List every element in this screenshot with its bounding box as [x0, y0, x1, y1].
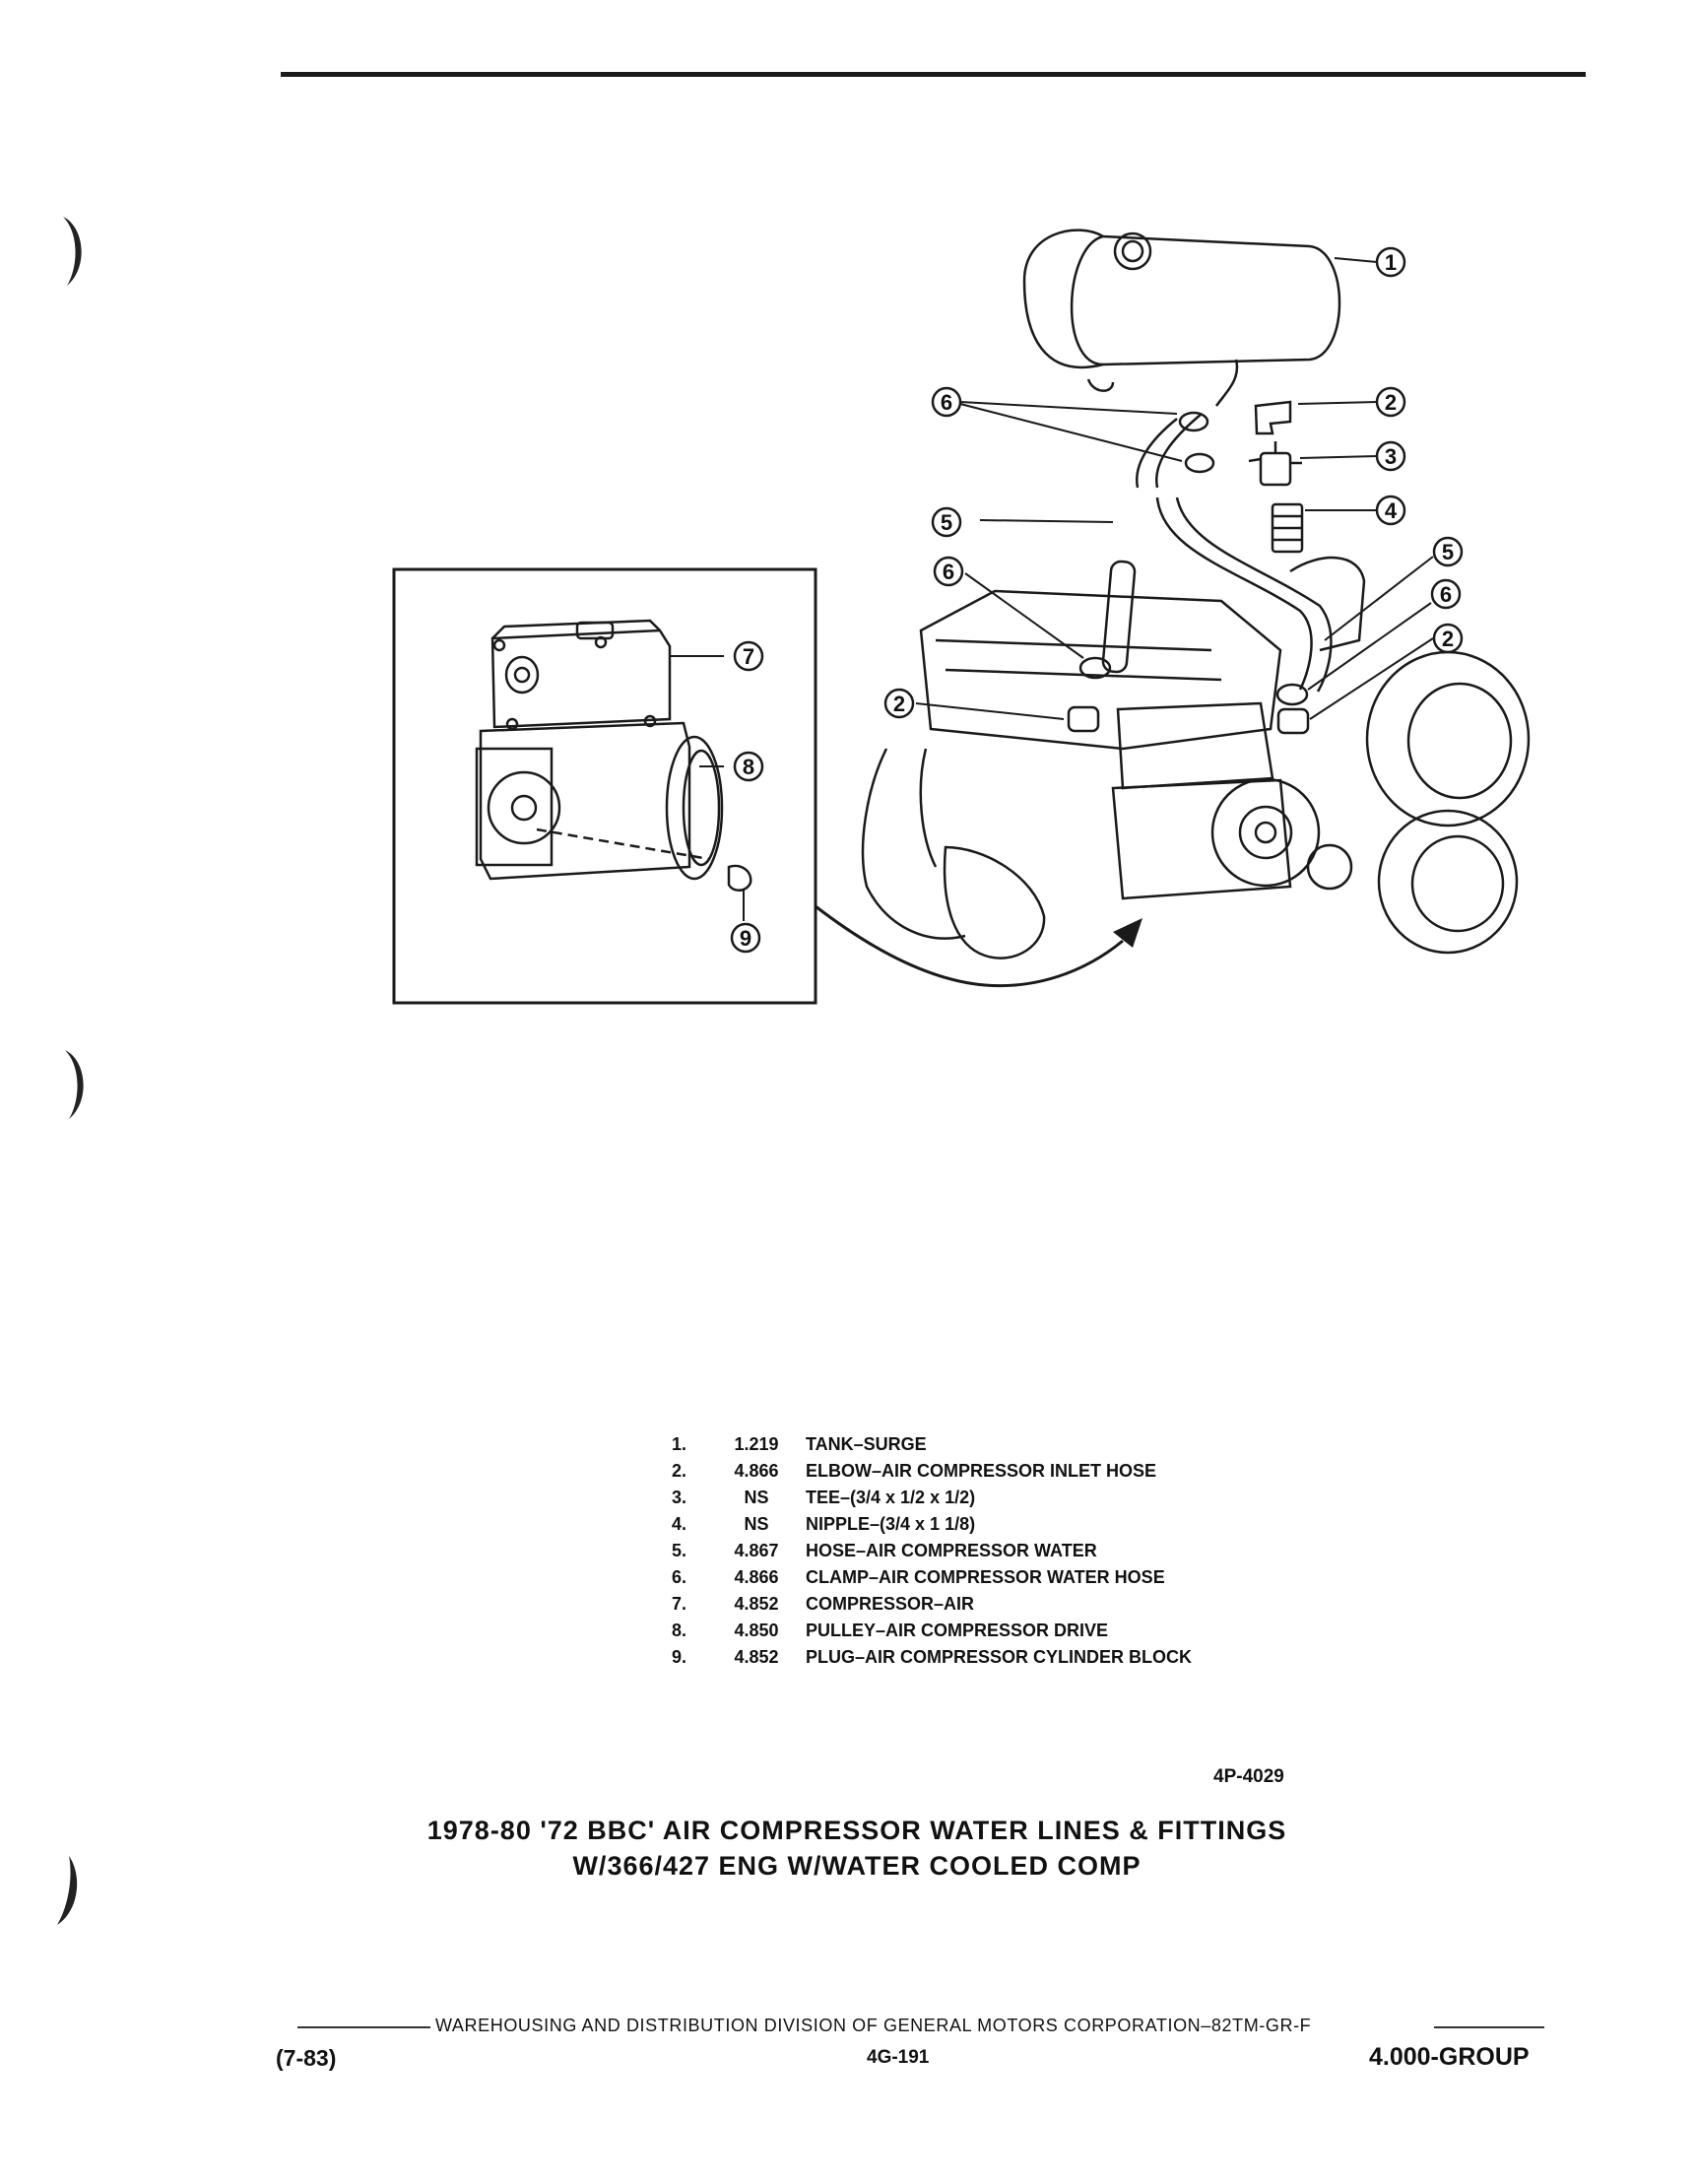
svg-text:2: 2	[1385, 390, 1397, 415]
svg-text:6: 6	[1440, 582, 1452, 607]
callout-6: 6	[933, 556, 964, 587]
parts-illustration: 1 6 2 3 4 5 5 6 6 2 2 7 8 9	[392, 229, 1531, 1005]
part-code: 1.219	[734, 1434, 779, 1454]
callout-7: 7	[733, 640, 764, 672]
part-description: COMPRESSOR–AIR	[806, 1594, 975, 1614]
parts-list-row: 8. 4.850 PULLEY–AIR COMPRESSOR DRIVE	[672, 1618, 1361, 1644]
top-rule	[281, 72, 1586, 77]
svg-text:3: 3	[1385, 444, 1397, 469]
callout-2: 2	[1432, 623, 1464, 654]
footer-date: (7-83)	[276, 2045, 337, 2071]
binder-hole-mark	[57, 1856, 78, 1925]
callout-2: 2	[883, 688, 915, 719]
callout-1: 1	[1375, 246, 1406, 278]
surge-tank-drawing	[1022, 229, 1341, 407]
page-number: 4G-191	[867, 2047, 930, 2068]
svg-text:6: 6	[943, 560, 954, 584]
part-description: ELBOW–AIR COMPRESSOR INLET HOSE	[806, 1461, 1157, 1481]
callout-labels: 1 6 2 3 4 5 5 6 6 2 2 7 8 9	[730, 246, 1464, 954]
part-code: 4.866	[734, 1567, 779, 1587]
svg-text:5: 5	[941, 510, 952, 535]
parts-list-row: 7. 4.852 COMPRESSOR–AIR	[672, 1591, 1361, 1618]
fittings-drawing	[1248, 400, 1304, 554]
part-code: 4.850	[734, 1621, 779, 1640]
part-number: 8.	[672, 1621, 687, 1640]
parts-list-row: 3. NS TEE–(3/4 x 1/2 x 1/2)	[672, 1485, 1361, 1511]
svg-text:8: 8	[743, 755, 754, 779]
inset-compressor-drawing	[475, 619, 752, 892]
leader-lines	[670, 257, 1434, 921]
part-number: 2.	[672, 1461, 687, 1481]
part-number: 4.	[672, 1514, 687, 1534]
part-description: HOSE–AIR COMPRESSOR WATER	[806, 1541, 1097, 1560]
callout-6: 6	[931, 386, 962, 418]
part-code: 4.866	[734, 1461, 779, 1481]
figure-caption: 1978-80 '72 BBC' AIR COMPRESSOR WATER LI…	[295, 1813, 1418, 1884]
part-number: 6.	[672, 1567, 687, 1587]
footer-rule	[297, 2026, 430, 2028]
part-number: 5.	[672, 1541, 687, 1560]
caption-line-1: 1978-80 '72 BBC' AIR COMPRESSOR WATER LI…	[426, 1816, 1287, 1845]
part-description: TEE–(3/4 x 1/2 x 1/2)	[806, 1488, 976, 1507]
callout-3: 3	[1375, 440, 1406, 472]
svg-text:2: 2	[1442, 627, 1454, 651]
callout-6: 6	[1430, 578, 1462, 610]
callout-5: 5	[931, 506, 962, 538]
part-description: CLAMP–AIR COMPRESSOR WATER HOSE	[806, 1567, 1165, 1587]
part-code: 4.852	[734, 1594, 779, 1614]
svg-text:2: 2	[893, 692, 905, 716]
svg-text:9: 9	[740, 926, 751, 951]
parts-list-row: 6. 4.866 CLAMP–AIR COMPRESSOR WATER HOSE	[672, 1564, 1361, 1591]
part-code: NS	[744, 1514, 769, 1534]
footer-corporation: WAREHOUSING AND DISTRIBUTION DIVISION OF…	[435, 2016, 1312, 2035]
parts-list-row: 9. 4.852 PLUG–AIR COMPRESSOR CYLINDER BLOC…	[672, 1644, 1361, 1671]
part-description: TANK–SURGE	[806, 1434, 927, 1454]
svg-text:1: 1	[1385, 250, 1397, 275]
svg-text:7: 7	[743, 644, 754, 669]
caption-line-2: W/366/427 ENG W/WATER COOLED COMP	[572, 1851, 1142, 1881]
callout-5: 5	[1432, 536, 1464, 567]
hose-clamps-drawing	[1078, 411, 1309, 706]
detail-arrow	[815, 904, 1124, 988]
part-number: 7.	[672, 1594, 687, 1614]
binder-hole-mark	[65, 1050, 84, 1119]
parts-list-row: 2. 4.866 ELBOW–AIR COMPRESSOR INLET HOSE	[672, 1458, 1361, 1485]
binder-hole-mark	[63, 217, 82, 286]
callout-4: 4	[1375, 495, 1406, 526]
part-description: PULLEY–AIR COMPRESSOR DRIVE	[806, 1621, 1109, 1640]
figure-id: 4P-4029	[1213, 1766, 1284, 1787]
footer-group: 4.000-GROUP	[1369, 2043, 1530, 2071]
parts-list-row: 1. 1.219 TANK–SURGE	[672, 1431, 1361, 1458]
parts-list-row: 4. NS NIPPLE–(3/4 x 1 1/8)	[672, 1511, 1361, 1538]
part-code: 4.852	[734, 1647, 779, 1667]
svg-text:4: 4	[1385, 498, 1398, 523]
callout-2: 2	[1375, 386, 1406, 418]
callout-8: 8	[733, 751, 764, 782]
svg-text:6: 6	[941, 390, 952, 415]
engine-drawing	[861, 556, 1531, 960]
inset-detail-box	[392, 567, 817, 1005]
svg-text:5: 5	[1442, 540, 1454, 564]
parts-list: 1. 1.219 TANK–SURGE 2. 4.866 ELBOW–AIR COMPRE…	[672, 1431, 1361, 1671]
part-code: 4.867	[734, 1541, 779, 1560]
parts-list-row: 5. 4.867 HOSE–AIR COMPRESSOR WATER	[672, 1538, 1361, 1564]
callout-9: 9	[730, 922, 761, 954]
footer-rule	[1434, 2026, 1544, 2028]
part-number: 9.	[672, 1647, 687, 1667]
part-description: PLUG–AIR COMPRESSOR CYLINDER BLOCK	[806, 1647, 1193, 1667]
part-number: 1.	[672, 1434, 687, 1454]
part-number: 3.	[672, 1488, 687, 1507]
part-description: NIPPLE–(3/4 x 1 1/8)	[806, 1514, 976, 1534]
part-code: NS	[744, 1488, 769, 1507]
